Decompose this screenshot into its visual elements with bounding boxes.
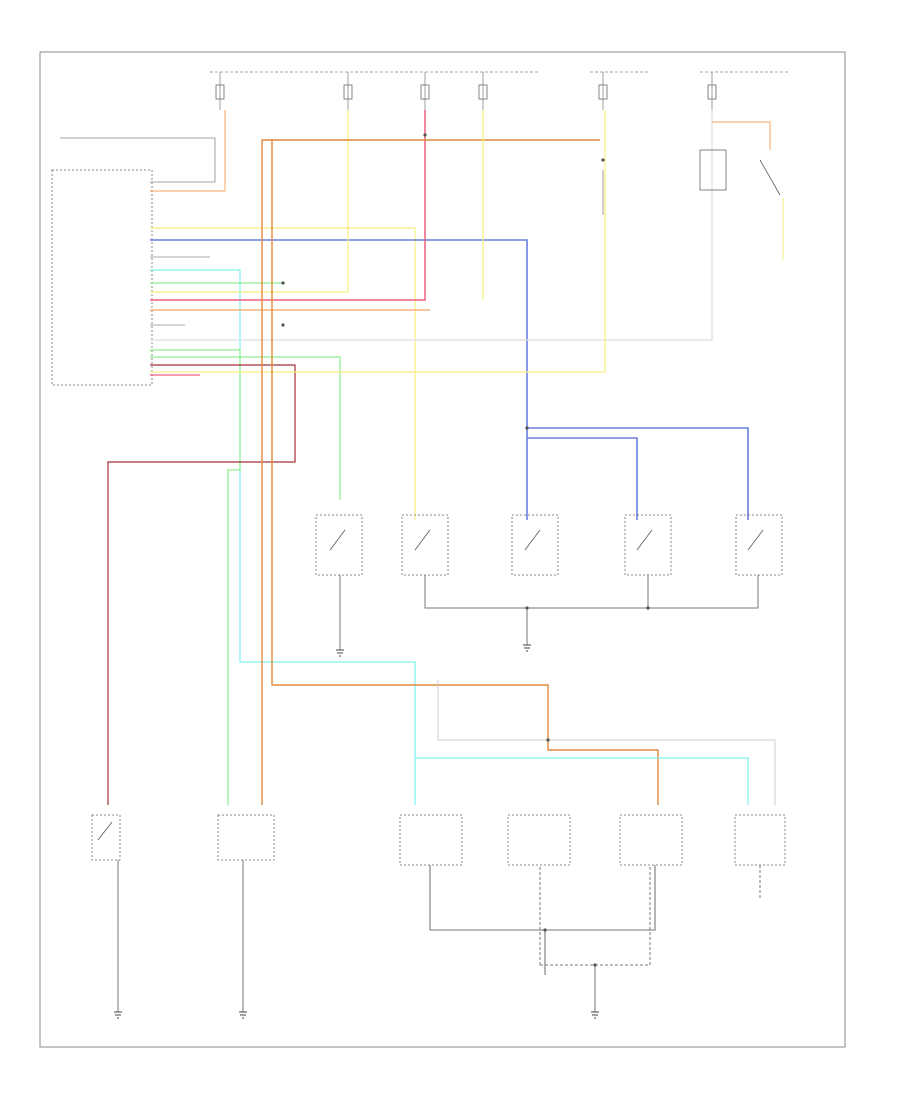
gray-lower-bus (437, 680, 776, 805)
module-wires (107, 110, 713, 805)
lower-switch-row (399, 814, 786, 1012)
upper-switch-row (315, 514, 783, 650)
blue-switch-bus (527, 427, 749, 520)
right-relay (602, 121, 784, 260)
splice-dots (281, 133, 650, 967)
ground-symbols (114, 644, 599, 1019)
cyan-lower-bus (415, 757, 749, 805)
diagram-frame (39, 51, 846, 1048)
orange-bus-wire (261, 139, 659, 805)
top-fuse-block (210, 71, 790, 110)
body-control-module (51, 110, 226, 386)
lower-left-switches (91, 814, 275, 1012)
